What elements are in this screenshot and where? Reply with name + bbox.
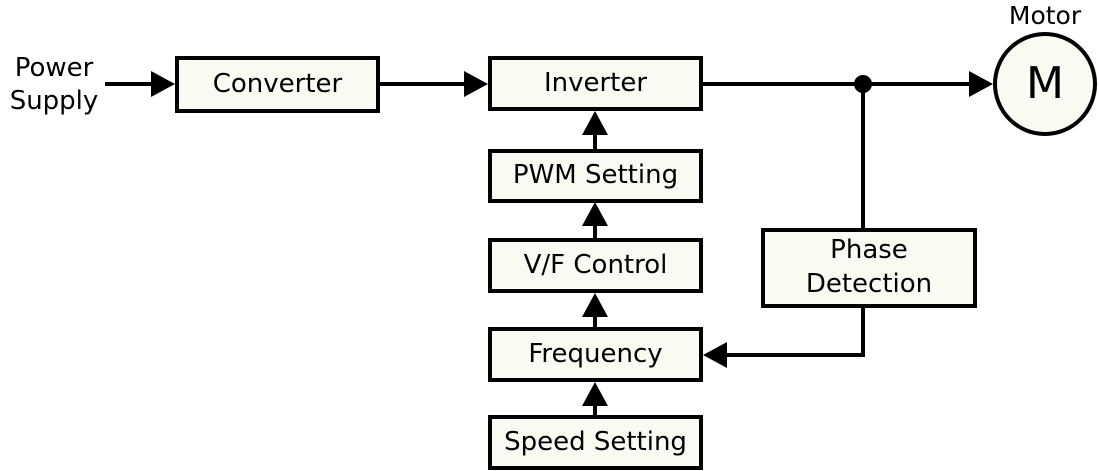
motor-label: Motor <box>1008 1 1082 30</box>
converter-box: Converter <box>175 56 380 113</box>
motor-circle: M <box>993 32 1097 136</box>
frequency-box: Frequency <box>488 327 703 382</box>
edge-power-to-converter <box>105 71 175 97</box>
edge-pwm-to-inverter <box>582 111 608 149</box>
edge-converter-to-inverter <box>380 71 488 97</box>
edge-inverter-to-motor <box>703 71 993 97</box>
power-supply-label: Power Supply <box>9 53 99 116</box>
edge-speed-to-frequency <box>582 382 608 415</box>
phase-detection-box: Phase Detection <box>761 228 977 308</box>
inverter-box: Inverter <box>488 56 703 111</box>
edge-phase-detection-to-frequency <box>703 308 865 368</box>
vf-control-box: V/F Control <box>488 238 703 293</box>
speed-setting-box: Speed Setting <box>488 415 703 470</box>
edge-vf-to-pwm <box>582 202 608 238</box>
pwm-setting-box: PWM Setting <box>488 149 703 203</box>
edge-frequency-to-vf <box>582 293 608 327</box>
